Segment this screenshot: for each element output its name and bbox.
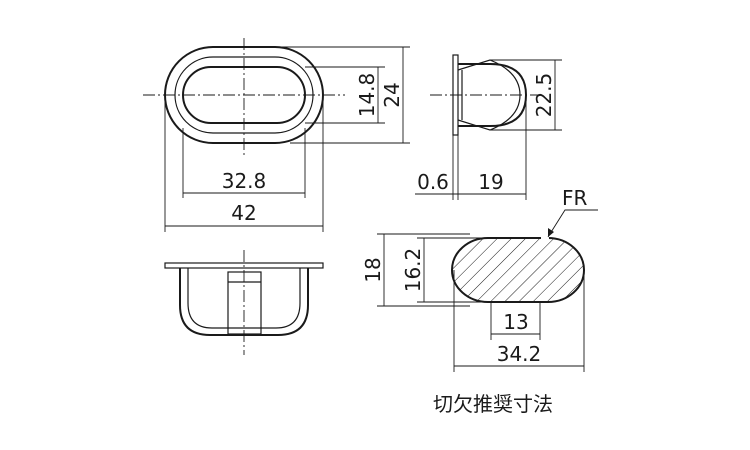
dim-cutout-outer: 18	[361, 257, 385, 282]
front-view-clip	[227, 271, 262, 335]
dim-cutout-flat: 13	[503, 310, 528, 334]
cutout-caption: 切欠推奨寸法	[433, 392, 553, 416]
dim-side-height: 22.5	[532, 73, 556, 118]
dim-outer-width: 24	[380, 82, 404, 107]
fr-leader	[547, 209, 598, 238]
dim-flange-thickness: 0.6	[417, 170, 449, 194]
front-view-inner	[187, 268, 301, 329]
top-view	[143, 38, 410, 232]
dim-inner-width: 14.8	[355, 73, 379, 118]
cutout-shape	[451, 237, 585, 303]
dim-cutout-length: 34.2	[497, 342, 542, 366]
dim-cutout-inner: 16.2	[401, 248, 425, 293]
cutout-fr-notch	[541, 236, 549, 240]
front-view-flange	[164, 262, 324, 269]
dim-depth: 19	[478, 170, 503, 194]
dim-outer-length: 42	[231, 201, 256, 225]
fr-label: FR	[562, 186, 588, 210]
side-view	[415, 54, 562, 200]
fr-arrowhead	[548, 228, 554, 237]
front-view	[164, 250, 324, 355]
cutout-view	[377, 209, 598, 372]
dim-inner-length: 32.8	[222, 169, 267, 193]
